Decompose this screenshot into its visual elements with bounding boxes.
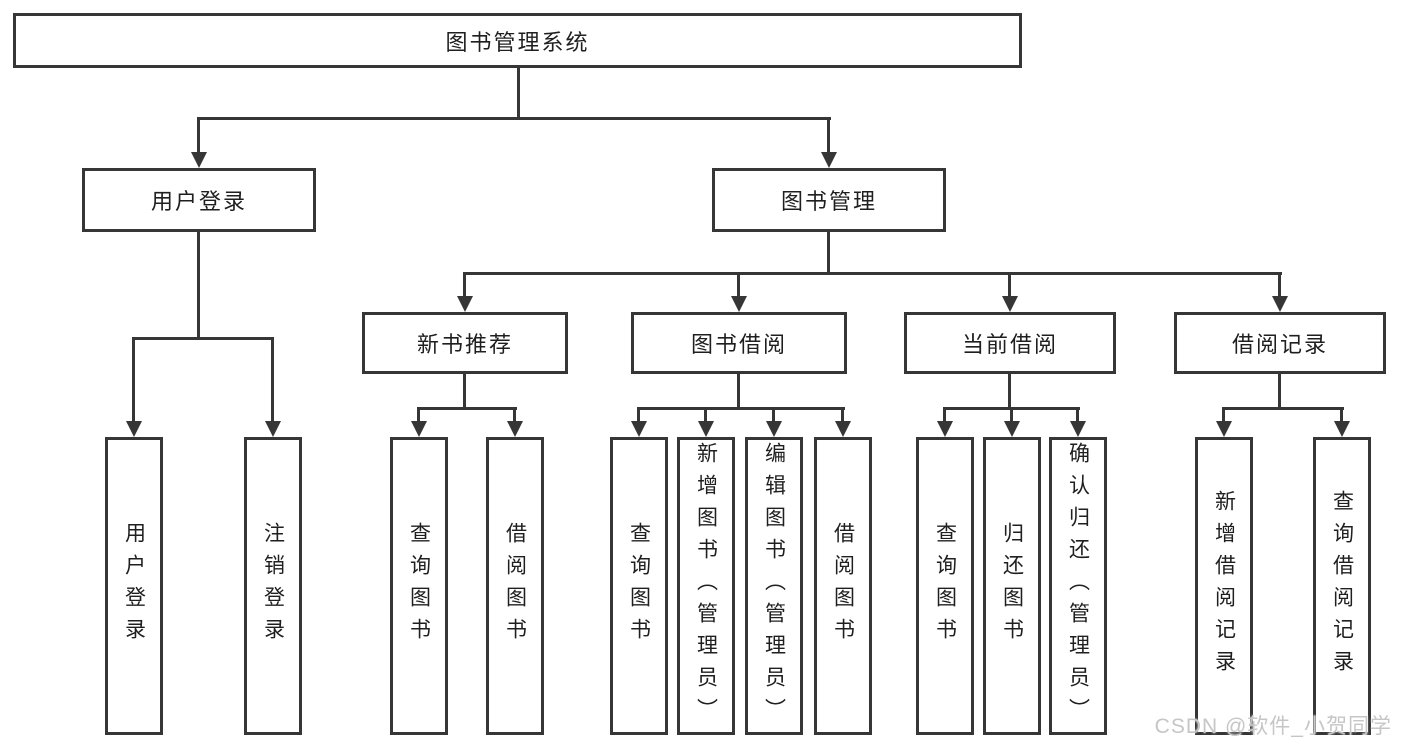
leaf-add-book-admin-label: 新增图书（管理员） <box>694 442 718 730</box>
leaf-confirm-return-admin-label: 确认归还（管理员） <box>1066 442 1090 730</box>
arrowhead-down-icon <box>698 421 714 437</box>
arrowhead-down-icon <box>1004 421 1020 437</box>
arrowhead-down-icon <box>265 421 281 437</box>
connector-line <box>637 407 640 424</box>
connector-line <box>1340 407 1343 424</box>
connector-line <box>417 407 517 410</box>
connector-line <box>737 272 740 298</box>
connector-line <box>841 407 844 424</box>
leaf-confirm-return-admin: 确认归还（管理员） <box>1049 437 1107 735</box>
leaf-user-login-label: 用户登录 <box>122 522 146 650</box>
connector-line <box>737 374 740 410</box>
leaf-query-book-2-label: 查询图书 <box>627 522 651 650</box>
node-new-book-recommend: 新书推荐 <box>362 312 568 374</box>
arrowhead-down-icon <box>731 296 747 312</box>
node-root-label: 图书管理系统 <box>445 29 590 55</box>
connector-line <box>772 407 775 424</box>
leaf-query-book-1-label: 查询图书 <box>407 522 431 650</box>
leaf-query-borrow-record-label: 查询借阅记录 <box>1330 490 1354 682</box>
node-book-borrow: 图书借阅 <box>631 312 847 374</box>
connector-line <box>463 272 466 298</box>
arrowhead-down-icon <box>766 421 782 437</box>
leaf-borrow-book-2: 借阅图书 <box>814 437 872 735</box>
arrowhead-down-icon <box>1272 296 1288 312</box>
connector-line <box>704 407 707 424</box>
leaf-add-borrow-record-label: 新增借阅记录 <box>1212 490 1236 682</box>
connector-line <box>827 232 830 275</box>
connector-line <box>197 232 200 339</box>
connector-line <box>1222 407 1344 410</box>
node-user-login-label: 用户登录 <box>150 189 247 214</box>
connector-line <box>463 374 466 410</box>
leaf-logout-label: 注销登录 <box>261 522 285 650</box>
node-current-borrow: 当前借阅 <box>904 312 1116 374</box>
connector-line <box>1008 374 1011 410</box>
connector-line <box>271 337 274 423</box>
connector-line <box>417 407 420 424</box>
connector-line <box>1008 272 1011 298</box>
connector-line <box>517 67 520 119</box>
connector-line <box>197 117 200 155</box>
node-borrow-record: 借阅记录 <box>1174 312 1386 374</box>
node-new-book-recommend-label: 新书推荐 <box>416 332 513 357</box>
leaf-query-borrow-record: 查询借阅记录 <box>1313 437 1371 735</box>
leaf-add-book-admin: 新增图书（管理员） <box>677 437 735 735</box>
leaf-query-book-2: 查询图书 <box>610 437 668 735</box>
leaf-return-book-label: 归还图书 <box>1000 522 1024 650</box>
leaf-borrow-book-1-label: 借阅图书 <box>503 522 527 650</box>
csdn-watermark: CSDN @软件_小贺同学 <box>1154 715 1392 738</box>
arrowhead-down-icon <box>1334 421 1350 437</box>
leaf-query-book-3: 查询图书 <box>916 437 974 735</box>
leaf-query-book-1: 查询图书 <box>390 437 448 735</box>
node-book-management: 图书管理 <box>712 168 946 232</box>
node-book-management-label: 图书管理 <box>780 189 877 214</box>
leaf-query-book-3-label: 查询图书 <box>933 522 957 650</box>
arrowhead-down-icon <box>191 152 207 168</box>
node-book-borrow-label: 图书借阅 <box>690 332 787 357</box>
connector-line <box>1010 407 1013 424</box>
connector-line <box>132 337 135 423</box>
arrowhead-down-icon <box>411 421 427 437</box>
connector-line <box>1278 272 1281 298</box>
connector-line <box>1222 407 1225 424</box>
connector-line <box>133 337 274 340</box>
connector-line <box>1076 407 1079 424</box>
connector-line <box>513 407 516 424</box>
leaf-user-login: 用户登录 <box>105 437 163 735</box>
arrowhead-down-icon <box>821 152 837 168</box>
arrowhead-down-icon <box>937 421 953 437</box>
node-root: 图书管理系统 <box>13 13 1022 68</box>
arrowhead-down-icon <box>1216 421 1232 437</box>
leaf-edit-book-admin-label: 编辑图书（管理员） <box>762 442 786 730</box>
arrowhead-down-icon <box>1070 421 1086 437</box>
leaf-logout: 注销登录 <box>244 437 302 735</box>
leaf-borrow-book-2-label: 借阅图书 <box>831 522 855 650</box>
leaf-add-borrow-record: 新增借阅记录 <box>1195 437 1253 735</box>
node-borrow-record-label: 借阅记录 <box>1231 332 1328 357</box>
connector-line <box>637 407 845 410</box>
leaf-return-book: 归还图书 <box>983 437 1041 735</box>
arrowhead-down-icon <box>457 296 473 312</box>
connector-line <box>1278 374 1281 410</box>
connector-line <box>464 272 1282 275</box>
arrowhead-down-icon <box>631 421 647 437</box>
arrowhead-down-icon <box>1002 296 1018 312</box>
connector-line <box>197 117 831 120</box>
connector-line <box>943 407 946 424</box>
node-user-login: 用户登录 <box>82 168 316 232</box>
arrowhead-down-icon <box>507 421 523 437</box>
leaf-borrow-book-1: 借阅图书 <box>486 437 544 735</box>
arrowhead-down-icon <box>835 421 851 437</box>
leaf-edit-book-admin: 编辑图书（管理员） <box>745 437 803 735</box>
arrowhead-down-icon <box>126 421 142 437</box>
connector-line <box>827 117 830 155</box>
node-current-borrow-label: 当前借阅 <box>961 332 1058 357</box>
